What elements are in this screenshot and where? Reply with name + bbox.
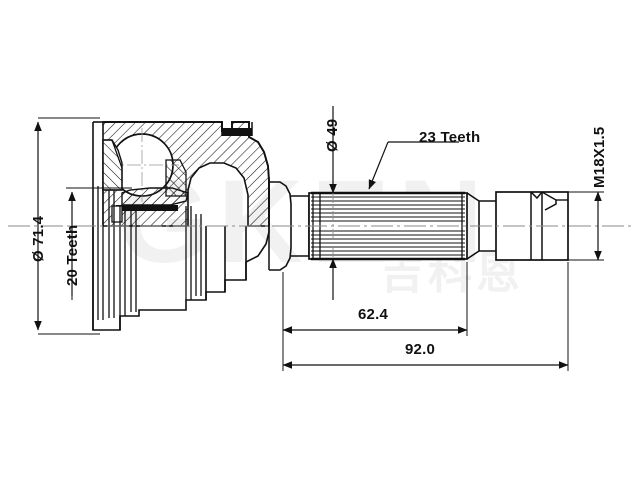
dim-label-teeth-left: 20 Teeth — [64, 224, 81, 286]
dimline-od-left — [34, 117, 100, 335]
dim-label-len-62: 62.4 — [358, 306, 388, 323]
dimline-len-62 — [282, 262, 468, 336]
cage-inner-race-upper — [102, 139, 189, 223]
dim-label-thread-right: M18X1.5 — [591, 126, 608, 188]
dim-label-od-left: Ø 71.4 — [30, 215, 47, 262]
dimline-thread-right — [568, 191, 604, 261]
outer-race-outline-lower — [92, 226, 270, 331]
dimline-len-92 — [282, 262, 569, 371]
dim-label-teeth-shaft: 23 Teeth — [419, 129, 481, 146]
leader-teeth-shaft — [368, 141, 459, 190]
dimline-teeth-left — [66, 187, 132, 300]
hub-spline-lines — [97, 186, 202, 320]
dim-label-len-92: 92.0 — [405, 341, 435, 358]
boot-groove-ring — [221, 122, 253, 136]
dim-label-od-mid: Ø 49 — [324, 118, 341, 152]
